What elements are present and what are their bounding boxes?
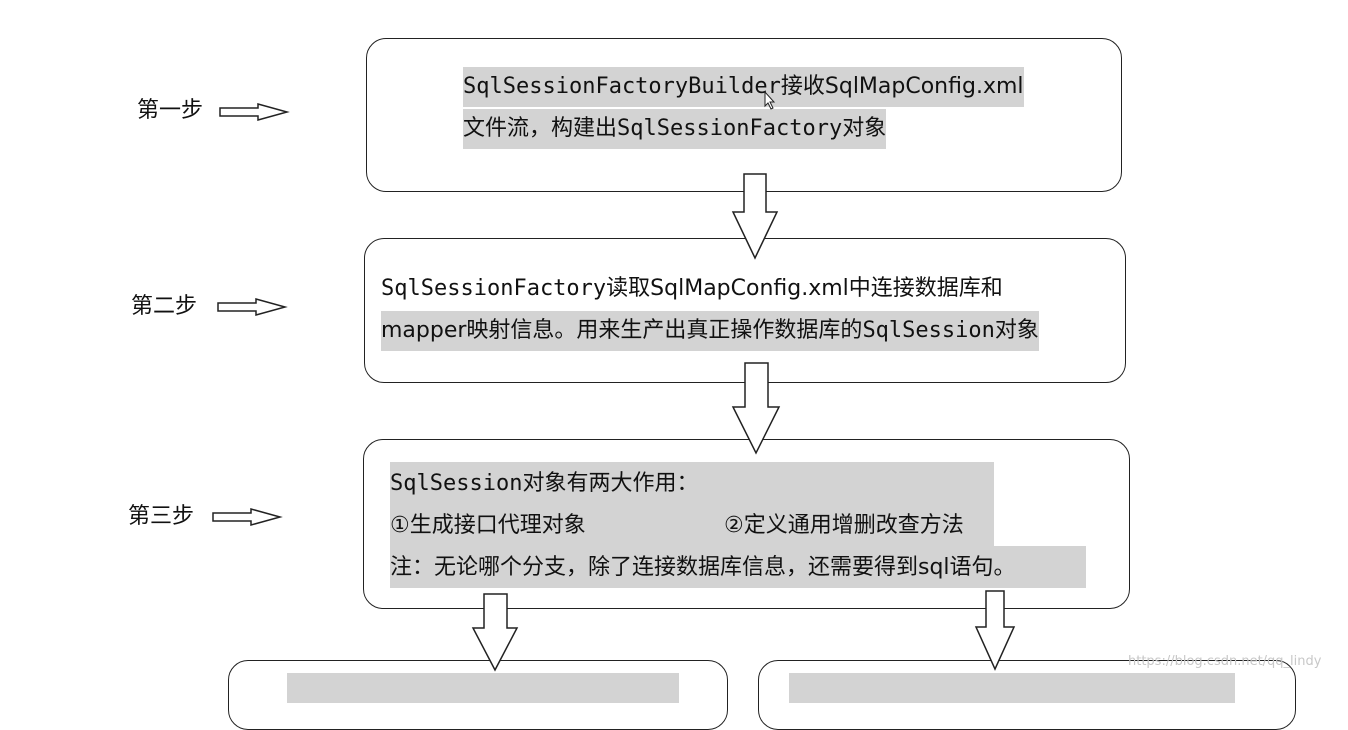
text-segment: SqlSessionFactoryBuilder [463,74,781,99]
down-arrow-1 [731,173,779,260]
right-arrow-3 [212,508,283,526]
text-segment: 文件流，构建出 [463,116,618,141]
box3-line-3: 注：无论哪个分支，除了连接数据库信息，还需要得到sql语句。 [390,548,1016,588]
text-segment: 注：无论哪个分支，除了连接数据库信息，还需要得到sql语句。 [390,555,1016,580]
down-arrow-left [471,593,519,672]
box2-line-2: mapper映射信息。用来生产出真正操作数据库的SqlSession对象 [381,311,1039,351]
box2-line-1: SqlSessionFactory读取SqlMapConfig.xml中连接数据… [381,269,1003,309]
text-segment: 读取SqlMapConfig.xml中连接数据库和 [606,276,1003,301]
text-segment: 对象 [842,116,887,141]
text-segment: SqlSession [390,471,523,496]
text-segment: 对象有两大作用： [522,471,699,496]
box3-highlight-bottom [390,546,1086,588]
text-segment: SqlSessionFactory [617,116,843,141]
box3-highlight [390,462,994,546]
arrows-layer [212,90,1016,672]
box3-line-2: ①生成接口代理对象 [390,506,586,546]
watermark: https://blog.csdn.net/qq_lindy [1128,654,1322,669]
step-box-2: SqlSessionFactory读取SqlMapConfig.xml中连接数据… [364,238,1126,383]
cursor-icon [764,90,776,110]
text-segment: ①生成接口代理对象 [390,513,586,538]
text-segment: mapper映射信息。用来生产出真正操作数据库的 [381,318,863,343]
right-arrow-2 [217,298,288,316]
box1-line-1: SqlSessionFactoryBuilder接收SqlMapConfig.x… [463,67,1024,107]
right-arrow-1 [219,103,290,121]
box1-line-2: 文件流，构建出SqlSessionFactory对象 [463,109,887,149]
text-segment: 对象 [994,318,1039,343]
step-box-1: SqlSessionFactoryBuilder接收SqlMapConfig.x… [366,38,1122,192]
text-segment: 接收SqlMapConfig.xml [780,74,1024,99]
down-arrow-right [974,590,1016,671]
step-label-2: 第二步 [131,294,198,319]
step-label-1: 第一步 [137,98,204,123]
box3-line-2-right: ②定义通用增删改查方法 [724,513,964,538]
step-box-3: SqlSession对象有两大作用： ①生成接口代理对象 ②定义通用增删改查方法… [363,439,1130,609]
down-arrow-2 [731,362,781,455]
step-label-3: 第三步 [128,504,195,529]
text-segment: SqlSession [862,318,995,343]
box3-line-1: SqlSession对象有两大作用： [390,464,698,504]
text-segment: SqlSessionFactory [381,276,607,301]
